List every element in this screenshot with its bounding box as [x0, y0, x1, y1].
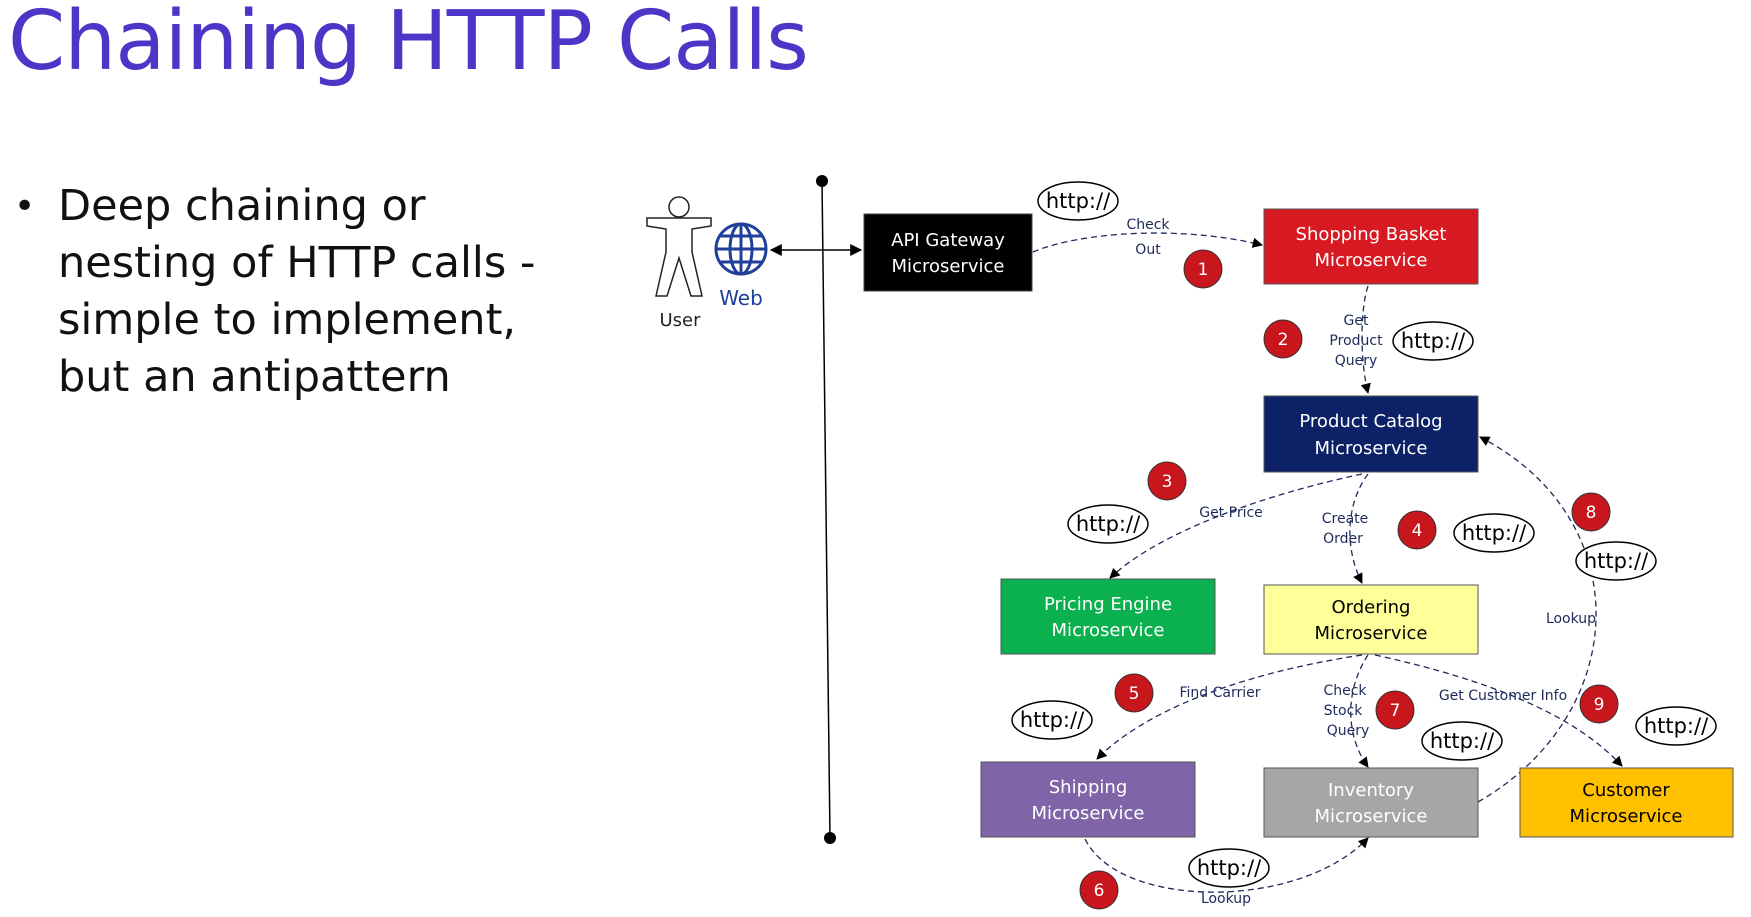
svg-text:http://: http://: [1401, 329, 1466, 353]
label-find-carrier: Find Carrier: [1179, 685, 1260, 701]
label-check: Check: [1126, 217, 1170, 233]
svg-text:4: 4: [1412, 521, 1423, 541]
svg-text:8: 8: [1586, 503, 1597, 523]
svg-text:http://: http://: [1046, 189, 1111, 213]
label-lookup-2: Lookup: [1201, 891, 1251, 907]
catalog-line2: Microservice: [1315, 438, 1428, 459]
catalog-line1: Product Catalog: [1299, 411, 1442, 432]
ordering-box: Ordering Microservice: [1263, 584, 1479, 655]
http-tag: http://: [1392, 321, 1474, 361]
label-get-customer-info: Get Customer Info: [1439, 688, 1567, 704]
step-badge-9: 9: [1579, 684, 1619, 724]
svg-text:http://: http://: [1076, 512, 1141, 536]
step-badge-1: 1: [1183, 249, 1223, 289]
step-badge-8: 8: [1571, 492, 1611, 532]
connector-shipping-inventory: [1084, 837, 1369, 893]
connector-ordering-shipping: [1096, 654, 1363, 760]
svg-text:http://: http://: [1644, 714, 1709, 738]
step-badge-4: 4: [1397, 510, 1437, 550]
globe-icon: [714, 222, 768, 276]
svg-text:2: 2: [1278, 330, 1289, 350]
label-query-2: Query: [1327, 723, 1370, 739]
pricing-line1: Pricing Engine: [1044, 594, 1172, 615]
slide-title: Chaining HTTP Calls: [8, 0, 809, 89]
svg-text:7: 7: [1390, 701, 1401, 721]
svg-text:http://: http://: [1584, 549, 1649, 573]
step-badge-7: 7: [1375, 690, 1415, 730]
gateway-line2: Microservice: [892, 256, 1005, 277]
connector-gateway-basket: [1032, 232, 1264, 253]
step-badge-3: 3: [1147, 461, 1187, 501]
svg-text:http://: http://: [1462, 521, 1527, 545]
connector-basket-catalog: [1360, 285, 1371, 395]
pricing-line2: Microservice: [1052, 620, 1165, 641]
inventory-box: Inventory Microservice: [1263, 767, 1479, 838]
user-icon: [646, 196, 712, 297]
timeline-bottom-dot: [824, 832, 836, 844]
step-badge-5: 5: [1114, 673, 1154, 713]
svg-text:5: 5: [1129, 684, 1140, 704]
bullet-text: Deep chaining or nesting of HTTP calls -…: [58, 181, 536, 402]
ordering-line1: Ordering: [1332, 597, 1411, 618]
http-tag: http://: [1067, 504, 1149, 544]
http-tag: http://: [1635, 706, 1717, 746]
svg-text:6: 6: [1094, 881, 1105, 901]
timeline-top-dot: [816, 175, 828, 187]
svg-text:9: 9: [1594, 695, 1605, 715]
user-label: User: [659, 310, 701, 331]
shipping-line2: Microservice: [1032, 803, 1145, 824]
shipping-line1: Shipping: [1049, 777, 1128, 798]
label-query: Query: [1335, 353, 1378, 369]
customer-box: Customer Microservice: [1519, 767, 1734, 838]
connector-catalog-pricing: [1109, 473, 1363, 579]
http-tag: http://: [1011, 700, 1093, 740]
basket-line2: Microservice: [1315, 250, 1428, 271]
http-tag: http://: [1188, 848, 1270, 888]
svg-text:1: 1: [1198, 260, 1209, 280]
step-badge-2: 2: [1263, 319, 1303, 359]
gateway-line1: API Gateway: [891, 230, 1005, 251]
ordering-line2: Microservice: [1315, 623, 1428, 644]
inventory-line1: Inventory: [1328, 780, 1414, 801]
basket-box: Shopping Basket Microservice: [1263, 208, 1479, 285]
http-tag: http://: [1453, 513, 1535, 553]
connector-inventory-catalog: [1477, 436, 1597, 803]
label-order: Order: [1323, 531, 1363, 547]
label-lookup: Lookup: [1546, 611, 1596, 627]
http-tag: http://: [1575, 541, 1657, 581]
label-create: Create: [1322, 511, 1369, 527]
inventory-line2: Microservice: [1315, 806, 1428, 827]
bullet-list: • Deep chaining or nesting of HTTP calls…: [14, 178, 574, 406]
catalog-box: Product Catalog Microservice: [1263, 395, 1479, 473]
connector-ordering-inventory: [1350, 654, 1369, 768]
connector-catalog-ordering: [1349, 473, 1369, 584]
bullet-item: • Deep chaining or nesting of HTTP calls…: [14, 178, 574, 406]
shipping-box: Shipping Microservice: [980, 761, 1196, 838]
svg-text:http://: http://: [1020, 708, 1085, 732]
connector-ordering-customer: [1374, 654, 1623, 767]
label-stock: Stock: [1324, 703, 1364, 719]
pricing-box: Pricing Engine Microservice: [1000, 578, 1216, 655]
step-badge-6: 6: [1079, 870, 1119, 910]
svg-text:http://: http://: [1430, 729, 1495, 753]
bullet-dot-icon: •: [14, 186, 36, 227]
label-out: Out: [1135, 242, 1161, 258]
web-label: Web: [719, 286, 763, 310]
http-tag: http://: [1037, 181, 1119, 221]
label-get-price: Get Price: [1199, 505, 1263, 521]
http-tag: http://: [1421, 721, 1503, 761]
label-product: Product: [1329, 333, 1383, 349]
svg-text:http://: http://: [1197, 856, 1262, 880]
gateway-box: API Gateway Microservice: [863, 213, 1033, 292]
timeline-line: [821, 180, 831, 839]
customer-line1: Customer: [1582, 780, 1670, 801]
basket-line1: Shopping Basket: [1296, 224, 1447, 245]
customer-line2: Microservice: [1570, 806, 1683, 827]
label-check-2: Check: [1323, 683, 1367, 699]
label-get: Get: [1344, 313, 1369, 329]
svg-text:3: 3: [1162, 472, 1173, 492]
